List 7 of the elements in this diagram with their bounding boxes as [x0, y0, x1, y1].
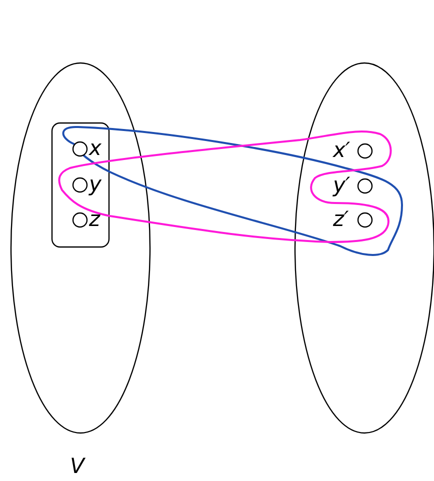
vertex-label: z′ — [333, 207, 349, 231]
vertex-label: y — [89, 172, 102, 196]
vertex-label: y′ — [333, 173, 350, 197]
set-label: V — [70, 454, 84, 478]
vertex-label: x′ — [333, 138, 350, 162]
vertex-label: x — [89, 136, 102, 160]
vertex-label: z — [89, 207, 100, 231]
